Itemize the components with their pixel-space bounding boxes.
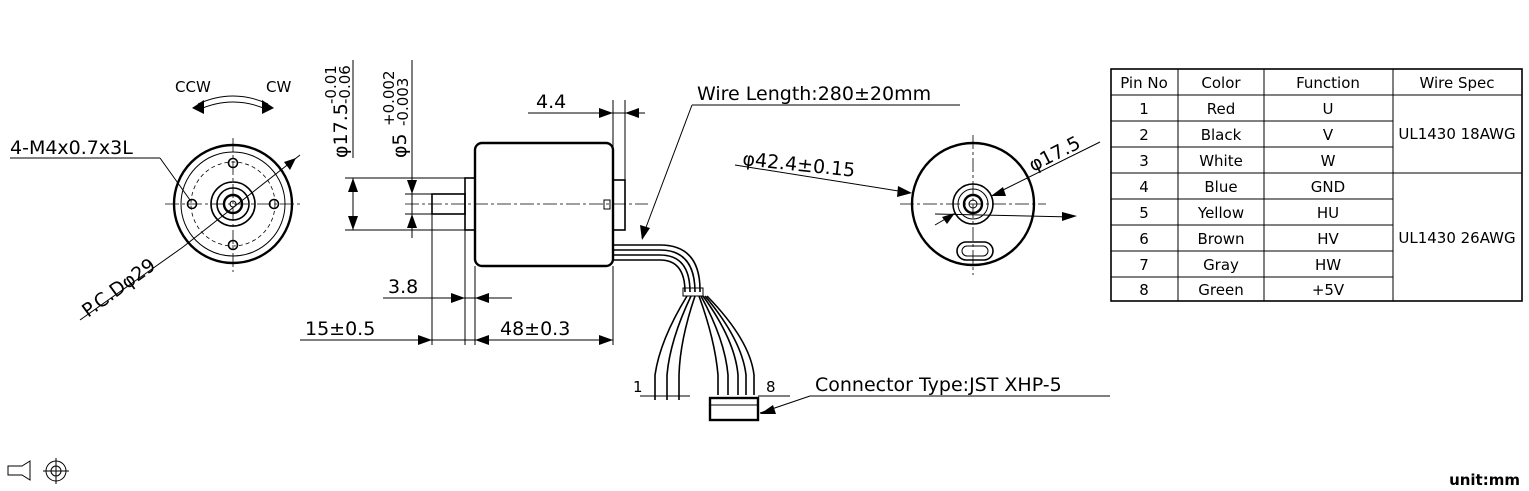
svg-text:5: 5	[1139, 204, 1149, 222]
svg-text:7: 7	[1139, 256, 1149, 274]
screw-spec-label: 4-M4x0.7x3L	[10, 137, 133, 159]
rear-cable-exit	[956, 241, 994, 261]
svg-text:V: V	[1323, 126, 1334, 144]
shaft-tol-upper: +0.002	[380, 70, 398, 126]
wire-length-label: Wire Length:280±20mm	[697, 83, 931, 105]
rear-inner-dia-label: φ17.5	[1025, 132, 1084, 177]
cw-label: CW	[266, 78, 291, 96]
dim-3-8-label: 3.8	[388, 276, 418, 298]
shaft-dia-label: φ5	[389, 133, 411, 158]
svg-text:Brown: Brown	[1197, 230, 1244, 248]
rear-outer-dia-label: φ42.4±0.15	[741, 148, 856, 182]
table-header-wire-spec: Wire Spec	[1419, 74, 1494, 92]
pin-table: Pin No Color Function Wire Spec 1 Red U …	[1110, 68, 1523, 302]
ccw-label: CCW	[175, 78, 211, 96]
rotation-arrow-icon	[197, 95, 269, 105]
shaft-body-tol-upper: -0.01	[322, 65, 340, 104]
svg-text:Green: Green	[1198, 281, 1243, 299]
projection-icon	[7, 458, 69, 484]
table-header-pin: Pin No	[1120, 74, 1168, 92]
dim-15-label: 15±0.5	[305, 318, 375, 340]
pin-first-label: 1	[633, 378, 643, 396]
svg-text:HW: HW	[1315, 256, 1341, 274]
svg-text:Yellow: Yellow	[1197, 204, 1244, 222]
svg-text:+5V: +5V	[1312, 281, 1345, 299]
svg-text:Black: Black	[1201, 126, 1242, 144]
svg-text:2: 2	[1139, 126, 1149, 144]
dim-4-4-label: 4.4	[536, 91, 566, 113]
svg-text:6: 6	[1139, 230, 1149, 248]
table-row: 1 Red U	[1139, 100, 1333, 118]
svg-text:4: 4	[1139, 178, 1149, 196]
svg-text:HU: HU	[1317, 204, 1339, 222]
svg-text:GND: GND	[1311, 178, 1345, 196]
wire-spec-power: UL1430 18AWG	[1398, 125, 1515, 143]
shaft-body-dia-label: φ17.5	[330, 103, 352, 158]
svg-text:U: U	[1323, 100, 1334, 118]
wire-harness	[613, 244, 755, 400]
table-row: 3 White W	[1139, 152, 1335, 170]
shaft-body-tol-lower: -0.06	[336, 65, 354, 104]
table-header-function: Function	[1296, 74, 1360, 92]
wire-spec-signal: UL1430 26AWG	[1398, 229, 1515, 247]
front-view: CCW CW 4-M4x0.7x3L P.C.Dφ29	[10, 78, 301, 322]
connector-type-label: Connector Type:JST XHP-5	[815, 374, 1062, 396]
side-view: φ17.5 -0.01 -0.06 φ5 +0.002 -0.003 4.4 3…	[300, 60, 1110, 422]
shaft-tol-lower: -0.003	[394, 78, 412, 126]
svg-text:HV: HV	[1317, 230, 1339, 248]
svg-text:Gray: Gray	[1203, 256, 1239, 274]
table-row: 8 Green +5V	[1139, 281, 1345, 299]
svg-text:8: 8	[1139, 281, 1149, 299]
table-row: 5 Yellow HU	[1139, 204, 1339, 222]
motor-body	[473, 141, 615, 268]
table-row: 2 Black V	[1139, 126, 1334, 144]
svg-text:W: W	[1321, 152, 1336, 170]
dim-48-label: 48±0.3	[500, 318, 570, 340]
pcd-label: P.C.Dφ29	[78, 254, 160, 322]
table-row: 4 Blue GND	[1139, 178, 1345, 196]
svg-text:1: 1	[1139, 100, 1149, 118]
pin-last-label: 8	[766, 378, 776, 396]
svg-text:Blue: Blue	[1204, 178, 1237, 196]
svg-text:Red: Red	[1207, 100, 1236, 118]
unit-label: unit:mm	[1449, 471, 1520, 489]
svg-text:White: White	[1199, 152, 1243, 170]
connector-body	[708, 396, 760, 422]
table-row: 7 Gray HW	[1139, 256, 1341, 274]
table-row: 6 Brown HV	[1139, 230, 1339, 248]
rear-view: φ42.4±0.15 φ17.5	[734, 132, 1101, 275]
svg-text:3: 3	[1139, 152, 1149, 170]
table-header-color: Color	[1201, 74, 1241, 92]
